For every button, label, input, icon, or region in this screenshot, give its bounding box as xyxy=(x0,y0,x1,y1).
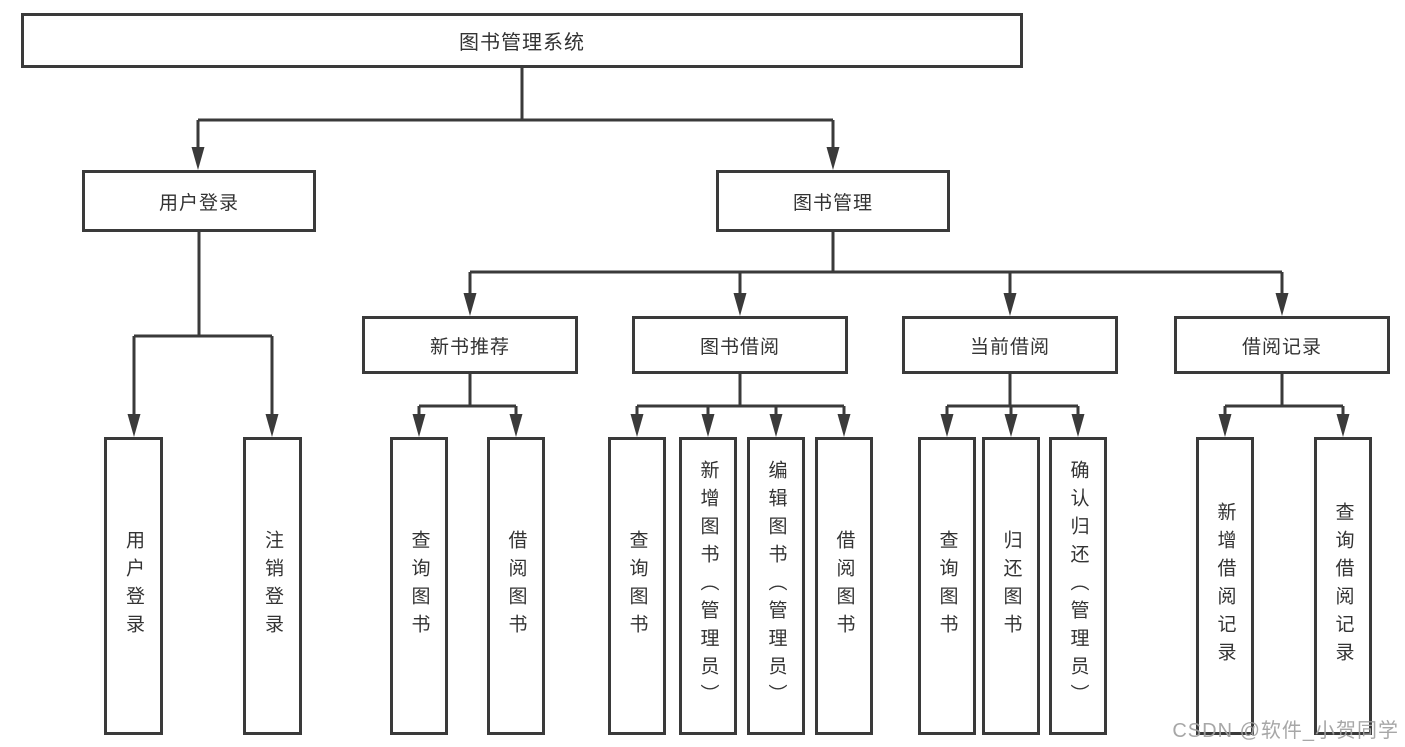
leaf-query-books-recommend: 查询图书 xyxy=(390,437,448,735)
node-label: 查询图书 xyxy=(626,530,648,642)
node-book-management: 图书管理 xyxy=(716,170,950,232)
leaf-confirm-return-admin: 确认归还（管理员） xyxy=(1049,437,1107,735)
node-label: 查询借阅记录 xyxy=(1332,502,1354,670)
leaf-add-borrow-record: 新增借阅记录 xyxy=(1196,437,1254,735)
node-label: 确认归还（管理员） xyxy=(1067,460,1089,712)
node-book-borrowing: 图书借阅 xyxy=(632,316,848,374)
node-label: 当前借阅 xyxy=(969,336,1050,358)
node-user-login: 用户登录 xyxy=(82,170,316,232)
leaf-edit-books-admin: 编辑图书（管理员） xyxy=(747,437,805,735)
arrowheads xyxy=(127,147,1350,437)
node-label: 查询图书 xyxy=(408,530,430,642)
node-label: 借阅图书 xyxy=(505,530,527,642)
node-label: 用户登录 xyxy=(123,530,144,642)
node-label: 借阅图书 xyxy=(833,530,855,642)
node-label: 图书借阅 xyxy=(699,336,780,358)
leaf-user-login: 用户登录 xyxy=(104,437,163,735)
node-label: 图书管理 xyxy=(792,192,873,214)
leaf-logout: 注销登录 xyxy=(243,437,302,735)
node-label: 图书管理系统 xyxy=(459,32,585,54)
node-label: 借阅记录 xyxy=(1241,336,1322,358)
leaf-query-borrow-record: 查询借阅记录 xyxy=(1314,437,1372,735)
node-label: 用户登录 xyxy=(158,192,239,214)
node-label: 新增图书（管理员） xyxy=(697,460,719,712)
node-library-management-system: 图书管理系统 xyxy=(21,13,1023,68)
leaf-add-books-admin: 新增图书（管理员） xyxy=(679,437,737,735)
node-borrow-records: 借阅记录 xyxy=(1174,316,1390,374)
node-label: 查询图书 xyxy=(936,530,958,642)
leaf-return-books: 归还图书 xyxy=(982,437,1040,735)
node-new-book-recommend: 新书推荐 xyxy=(362,316,578,374)
leaf-borrow-books-recommend: 借阅图书 xyxy=(487,437,545,735)
node-label: 注销登录 xyxy=(262,530,283,642)
node-label: 归还图书 xyxy=(1000,530,1022,642)
node-label: 新书推荐 xyxy=(429,336,510,358)
leaf-query-books-borrowing: 查询图书 xyxy=(608,437,666,735)
node-label: 新增借阅记录 xyxy=(1214,502,1236,670)
node-current-borrowing: 当前借阅 xyxy=(902,316,1118,374)
node-label: 编辑图书（管理员） xyxy=(765,460,787,712)
leaf-borrow-books: 借阅图书 xyxy=(815,437,873,735)
leaf-query-books-current: 查询图书 xyxy=(918,437,976,735)
